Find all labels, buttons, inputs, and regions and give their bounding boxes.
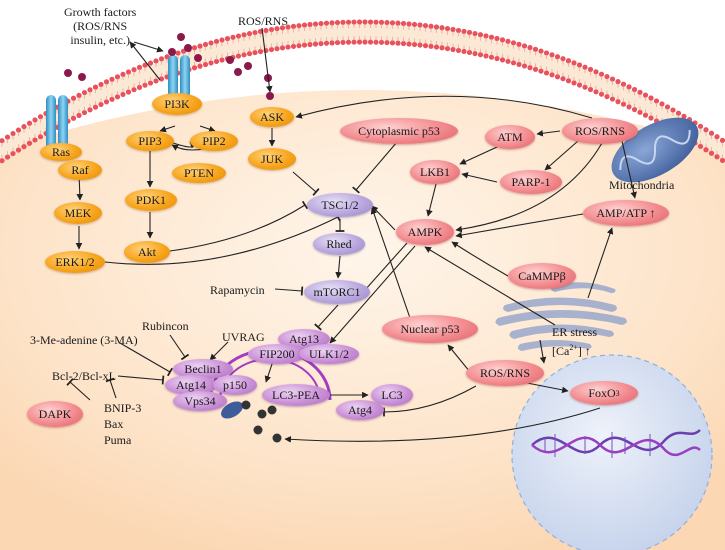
uvrag-label: UVRAG [222,330,265,344]
activation-arrow [261,27,273,93]
node-amp-atp: AMP/ATP ↑ [583,200,669,226]
activation-arrow [447,344,471,373]
3-ma-label: 3-Me-adenine (3-MA) [30,333,138,347]
ligand-icon [64,33,274,100]
node-p150: p150 [213,375,257,395]
bcl2-label: Bcl-2/Bcl-xL [52,369,116,383]
node-ros-rns-bottom: ROS/RNS [466,360,544,386]
activation-arrow [335,255,342,279]
dna-helix-icon [531,429,701,458]
node-vps34: Vps34 [173,391,227,411]
activation-arrow [451,241,509,277]
activation-arrow [621,140,637,199]
inhibition-arrow [314,304,339,331]
activation-arrow [295,95,593,119]
mitochondria-label: Mitochondria [609,178,675,192]
node-lc3: LC3 [371,384,413,406]
node-pip3: PIP3 [126,131,174,151]
mitochondria-icon [611,117,699,183]
bax-label: Bax [104,417,124,431]
node-pten: PTEN [172,163,226,183]
node-atm: ATM [485,125,535,149]
node-nuclear-p53: Nuclear p53 [382,315,478,343]
activation-arrow [370,207,411,319]
puma-label: Puma [104,433,132,447]
node-mtorc1: mTORC1 [304,280,370,304]
activation-arrow [284,407,601,443]
node-cammp: CaMMPβ [508,263,576,289]
node-raf: Raf [58,160,102,180]
node-ros-rns-right: ROS/RNS [562,118,638,144]
activation-arrow [133,41,164,53]
activation-arrow [526,382,569,394]
activation-arrow [461,172,498,183]
node-beclin1: Beclin1 [173,359,233,379]
activation-arrow [426,183,437,217]
inhibition-arrow [119,342,173,377]
er-stress-label: ER stress [Ca2+] ↑ [552,325,597,358]
node-atg14: Atg14 [165,375,217,395]
node-pi3k: PI3K [152,93,202,115]
inhibition-arrow [169,334,190,361]
activation-arrow [587,227,614,299]
node-ras: Ras [40,143,82,161]
activation-arrow [455,142,603,233]
node-ampk: AMPK [396,219,454,245]
node-ulk: ULK1/2 [299,344,359,364]
endoplasmic-reticulum-icon [495,282,627,351]
inhibition-arrow [117,375,165,385]
activation-arrow [129,41,161,81]
node-ask: ASK [250,107,294,127]
activation-arrow [199,125,216,133]
inhibition-arrow [274,286,304,296]
node-erk: ERK1/2 [45,251,105,273]
node-parp1: PARP-1 [500,170,562,194]
node-lc3-pea: LC3-PEA [262,384,330,406]
node-dapk: DAPK [27,401,83,427]
pathway-edges [66,27,637,443]
activation-arrow [544,140,579,171]
node-akt: Akt [124,241,170,263]
growth-factors-label: Growth factors (ROS/RNS insulin, etc.) [64,5,137,47]
activation-arrow [455,213,584,239]
node-tsc: TSC1/2 [307,193,373,217]
node-atg4: Atg4 [336,400,384,420]
activation-arrow [536,129,561,137]
bnip3-label: BNIP-3 [104,401,142,415]
inhibition-arrow [66,378,91,401]
inhibition-arrow [352,141,398,194]
ros-rns-top-label: ROS/RNS [238,14,289,28]
activation-arrow [209,341,229,361]
inhibition-arrow [292,171,320,196]
inhibition-arrow [383,385,477,417]
node-pdk1: PDK1 [125,189,177,211]
node-mek: MEK [54,202,102,224]
node-cytoplasmic-p53: Cytoplasmic p53 [340,118,458,144]
node-juk: JUK [248,148,296,170]
node-pip2: PIP2 [190,131,238,151]
node-fip200: FIP200 [248,344,306,364]
activation-arrow [424,246,556,326]
activation-arrow [159,125,176,133]
inhibition-arrow [105,377,117,399]
rubicon-label: Rubincon [142,319,189,333]
activation-arrow [329,245,416,344]
node-rhed: Rhed [313,233,365,255]
inhibition-arrow [361,242,408,294]
inhibition-arrow [169,200,309,252]
node-lkb1: LKB1 [410,160,460,184]
rapamycin-label: Rapamycin [210,283,265,297]
activation-arrow [539,339,547,364]
inhibition-arrow [104,212,341,265]
